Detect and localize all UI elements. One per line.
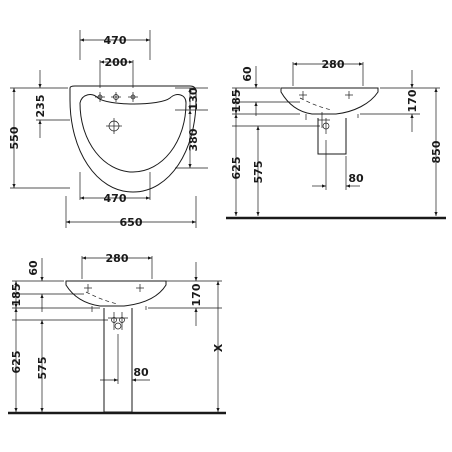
bottom-trap <box>108 312 128 330</box>
front-basin-inner <box>79 94 187 173</box>
tap-hole-left <box>95 92 105 102</box>
dim-130: 130 <box>187 87 200 110</box>
tap-hole-right <box>128 92 138 102</box>
dim-x: X <box>212 343 225 352</box>
bottom-tap-marks <box>84 284 144 292</box>
dim-625-bottom: 625 <box>10 351 23 374</box>
drain-icon <box>106 118 122 134</box>
front-basin-outline <box>69 85 197 193</box>
side-view-bottom: 280 60 185 170 X 625 575 80 <box>8 252 226 415</box>
dim-550: 550 <box>8 126 21 149</box>
dim-625: 625 <box>230 157 243 180</box>
dim-850: 850 <box>430 140 443 163</box>
dim-80-bottom: 80 <box>133 366 149 379</box>
dim-170-bottom: 170 <box>190 283 203 306</box>
dim-60-bottom: 60 <box>27 260 40 276</box>
side-tap-marks <box>299 91 353 99</box>
dim-200: 200 <box>105 56 128 69</box>
dim-575: 575 <box>252 161 265 184</box>
side-trap <box>318 112 330 134</box>
side-view-right: 280 60 185 170 850 625 575 80 <box>226 58 446 220</box>
dim-60: 60 <box>241 66 254 82</box>
dim-235: 235 <box>34 95 47 118</box>
dim-185-bottom: 185 <box>10 284 23 307</box>
dim-80: 80 <box>348 172 364 185</box>
tap-hole-center <box>111 92 121 102</box>
dim-380: 380 <box>187 128 200 151</box>
side-basin-profile <box>280 87 379 115</box>
dim-280-bottom: 280 <box>106 252 129 265</box>
dim-185: 185 <box>230 90 243 113</box>
side-pedestal <box>317 118 347 155</box>
dim-280: 280 <box>322 58 345 71</box>
dim-470-top: 470 <box>104 34 127 47</box>
dim-470-bottom: 470 <box>104 192 127 205</box>
dim-650: 650 <box>120 216 143 229</box>
dim-170: 170 <box>406 89 419 112</box>
dim-575-bottom: 575 <box>36 357 49 380</box>
front-view: 470 200 550 235 130 380 470 650 <box>8 30 208 229</box>
bottom-basin-profile <box>65 280 167 307</box>
